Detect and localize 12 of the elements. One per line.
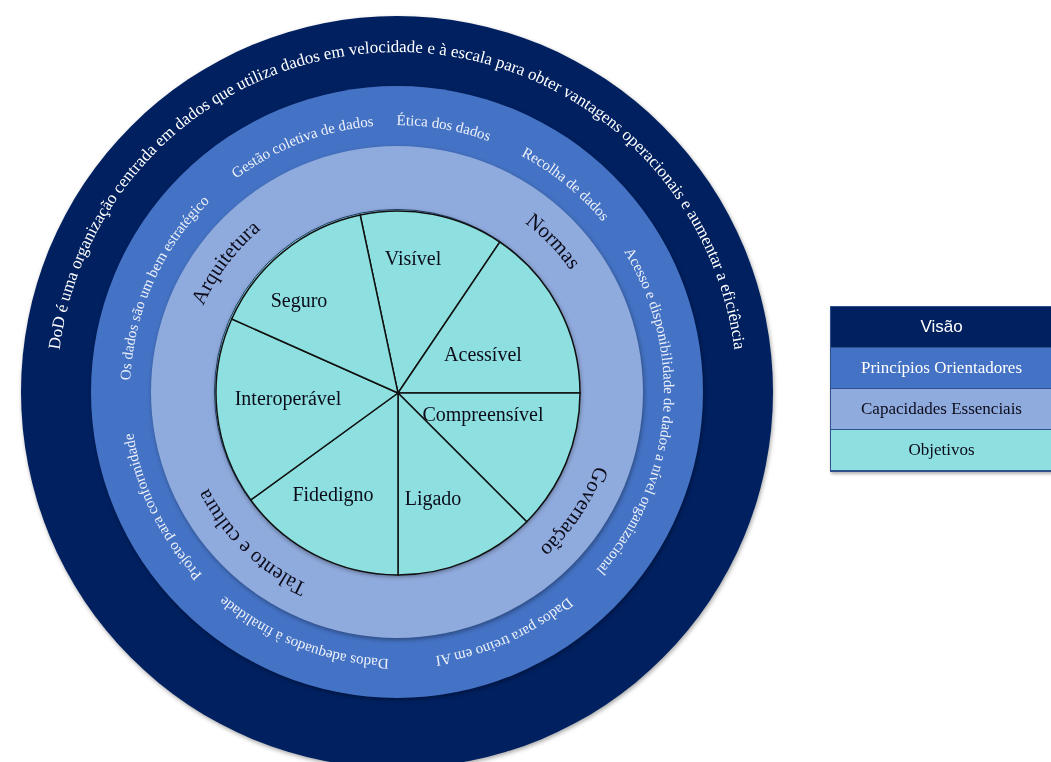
slice-label: Acessível bbox=[444, 343, 522, 365]
legend-label: Visão bbox=[920, 317, 963, 337]
slice-label: Ligado bbox=[404, 487, 462, 509]
ring-label: Ética dos dados bbox=[396, 111, 494, 145]
legend-label: Capacidades Essenciais bbox=[861, 399, 1022, 419]
slice-label: Fidedigno bbox=[292, 483, 374, 505]
slice-label: Visível bbox=[384, 247, 442, 269]
slice-label: Seguro bbox=[270, 289, 328, 311]
slice-label: Interoperável bbox=[234, 387, 342, 409]
legend-label: Objetivos bbox=[908, 440, 975, 460]
legend-label: Princípios Orientadores bbox=[861, 358, 1022, 378]
slice-label: Compreensível bbox=[422, 403, 544, 425]
